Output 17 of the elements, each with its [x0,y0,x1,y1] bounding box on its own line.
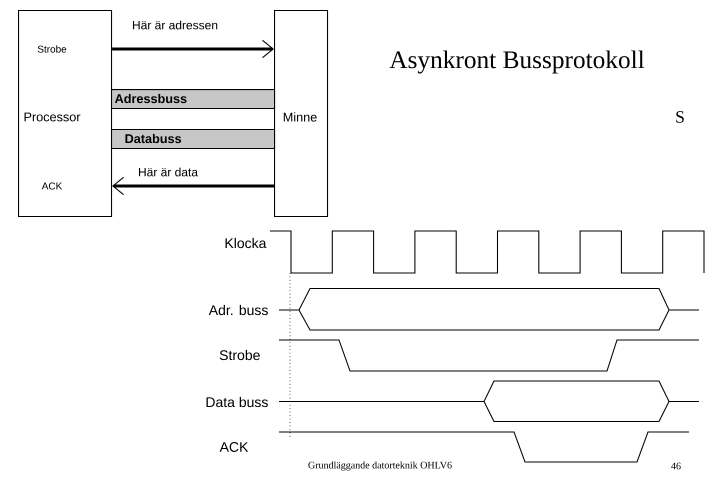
edge-label: Här är adressen [130,19,220,31]
memory-box: Minne [274,10,328,218]
signal-label: Strobe [220,350,260,360]
arrow [112,40,274,58]
signal-label: Data buss [206,396,268,408]
page-letter: S [676,111,684,123]
signal-label: Adr. buss [208,304,268,316]
signal-label: Klocka [226,238,266,248]
title: Asynkront Bussprotokoll [390,50,644,74]
footer-text: Grundläggande datorteknik OHLV6 [308,461,452,471]
page-number: 46 [671,462,681,470]
bus-band: Databuss [111,129,276,150]
signal-label: ACK [220,442,248,452]
processor-box: Strobe Processor ACK [18,10,112,218]
bus-band: Adressbuss [111,89,276,110]
edge-label: Här är data [136,166,200,178]
arrow [112,176,274,196]
